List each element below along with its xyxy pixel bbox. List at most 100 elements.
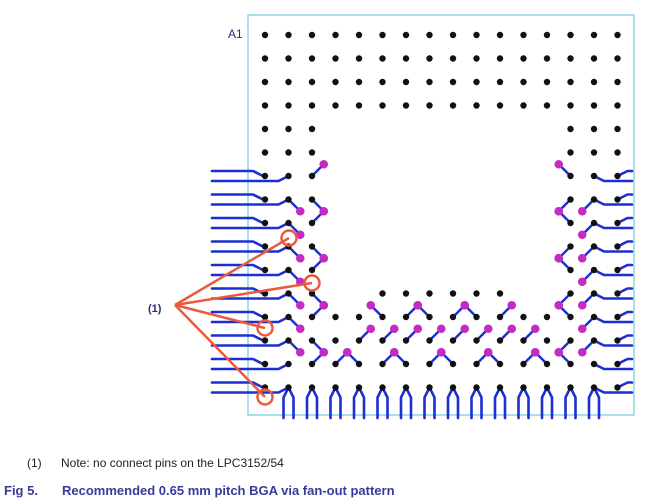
figure-number: Fig 5. bbox=[4, 483, 38, 498]
bga-ball bbox=[379, 102, 386, 109]
bga-ball bbox=[496, 313, 504, 321]
fanout-trace bbox=[210, 240, 265, 248]
bga-ball bbox=[308, 337, 316, 344]
fanout-trace bbox=[210, 292, 290, 300]
bga-ball bbox=[332, 313, 339, 321]
bga-ball bbox=[355, 102, 363, 109]
bga-ball bbox=[308, 243, 316, 250]
bga-ball bbox=[590, 78, 598, 86]
bga-ball bbox=[590, 290, 598, 297]
bga-ball bbox=[449, 31, 457, 39]
via bbox=[366, 300, 376, 310]
via bbox=[436, 347, 446, 357]
bga-ball bbox=[496, 55, 504, 62]
bga-ball bbox=[332, 337, 339, 344]
a1-corner-label: A1 bbox=[228, 27, 243, 41]
fanout-trace bbox=[210, 169, 265, 178]
bga-ball bbox=[567, 102, 574, 109]
bga-ball bbox=[402, 290, 410, 297]
bga-ball bbox=[496, 290, 504, 297]
bga-ball bbox=[285, 31, 292, 39]
bga-ball bbox=[567, 78, 574, 86]
via bbox=[295, 324, 305, 334]
bga-ball bbox=[590, 149, 598, 156]
bga-ball bbox=[285, 149, 292, 156]
fanout-trace bbox=[210, 198, 290, 206]
bga-ball bbox=[285, 55, 292, 62]
bga-ball bbox=[543, 360, 551, 368]
bga-ball bbox=[402, 78, 410, 86]
bga-ball bbox=[402, 31, 410, 39]
bga-ball bbox=[614, 31, 621, 39]
bga-ball bbox=[543, 384, 551, 391]
via bbox=[460, 300, 470, 310]
fanout-trace bbox=[404, 386, 413, 420]
fanout-trace bbox=[616, 216, 634, 225]
fanout-trace bbox=[210, 334, 265, 342]
fanout-trace bbox=[352, 386, 361, 420]
bga-ball bbox=[567, 149, 574, 156]
fanout-trace bbox=[210, 315, 290, 324]
bga-ball bbox=[543, 337, 551, 344]
bga-ball bbox=[308, 125, 316, 133]
fanout-trace bbox=[210, 339, 290, 347]
fanout-trace bbox=[540, 386, 549, 420]
bga-ball bbox=[261, 337, 269, 344]
fanout-trace bbox=[210, 263, 265, 272]
via-layer bbox=[295, 159, 587, 357]
fanout-trace bbox=[376, 386, 384, 420]
bga-ball bbox=[285, 384, 292, 391]
bga-ball bbox=[308, 313, 316, 321]
fanout-trace bbox=[470, 386, 478, 420]
bga-ball bbox=[614, 149, 621, 156]
bga-ball bbox=[590, 196, 598, 203]
bga-ball bbox=[520, 384, 527, 391]
bga-ball bbox=[332, 384, 339, 391]
bga-ball bbox=[379, 290, 386, 297]
bga-ball bbox=[449, 78, 457, 86]
bga-ball bbox=[402, 313, 410, 321]
bga-ball bbox=[520, 360, 527, 368]
bga-ball bbox=[285, 102, 292, 109]
bga-ball bbox=[590, 31, 598, 39]
fanout-trace bbox=[616, 193, 634, 201]
bga-ball bbox=[308, 149, 316, 156]
bga-ball bbox=[567, 31, 574, 39]
no-connect-marker bbox=[256, 319, 274, 337]
bga-ball bbox=[567, 290, 574, 297]
fanout-trace bbox=[592, 386, 601, 420]
bga-ball bbox=[590, 266, 598, 274]
bga-ball bbox=[355, 337, 363, 344]
no-connect-marker bbox=[280, 229, 298, 247]
via bbox=[530, 347, 540, 357]
bga-ball bbox=[308, 196, 316, 203]
bga-ball bbox=[567, 313, 574, 321]
fanout-trace bbox=[210, 362, 290, 371]
bga-ball bbox=[402, 55, 410, 62]
bga-ball bbox=[473, 384, 480, 391]
bga-ball bbox=[473, 313, 480, 321]
bga-ball bbox=[449, 55, 457, 62]
bga-ball bbox=[402, 337, 410, 344]
bga-ball bbox=[355, 31, 363, 39]
fanout-trace bbox=[592, 362, 634, 371]
bga-ball bbox=[426, 55, 433, 62]
bga-ball bbox=[308, 55, 316, 62]
fanout-trace bbox=[381, 386, 389, 420]
via bbox=[389, 324, 399, 334]
bga-ball bbox=[543, 102, 551, 109]
bga-ball bbox=[496, 384, 504, 391]
bga-ball bbox=[285, 125, 292, 133]
bga-ball bbox=[261, 266, 269, 274]
bga-ball bbox=[590, 172, 598, 180]
fanout-trace bbox=[587, 386, 596, 420]
fanout-trace bbox=[357, 386, 366, 420]
fanout-trace bbox=[210, 381, 265, 389]
bga-ball bbox=[426, 78, 433, 86]
fanout-trace bbox=[310, 386, 319, 420]
bga-ball bbox=[355, 78, 363, 86]
fanout-trace bbox=[210, 310, 265, 319]
via bbox=[577, 253, 587, 263]
ball-grid bbox=[261, 31, 621, 391]
bga-package-outline bbox=[247, 14, 635, 416]
